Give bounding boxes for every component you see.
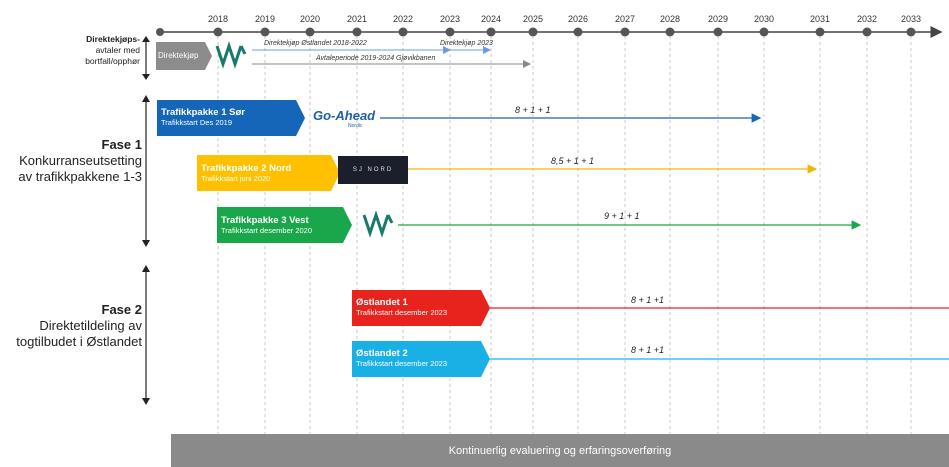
package-3-label: Trafikkpakke 3 Vest Trafikkstart desembe…	[217, 215, 345, 236]
year-label-2029: 2029	[707, 14, 729, 24]
phase1-line2: av trafikkpakkene 1-3	[18, 169, 142, 184]
vy-logo-1-icon	[215, 41, 247, 69]
year-dot-2032	[862, 27, 872, 37]
year-dot-2031	[815, 27, 825, 37]
direct-line-1-label: Direktekjøp Østlandet 2018-2022	[264, 40, 367, 47]
year-label-2031: 2031	[809, 14, 831, 24]
direct-line-2-label: Direktekjøp 2023	[440, 40, 493, 47]
year-label-2028: 2028	[659, 14, 681, 24]
year-label-2018: 2018	[207, 14, 229, 24]
phase2-label: Fase 2 Direktetildeling av togtilbudet i…	[10, 302, 142, 350]
package-3-sub: Trafikkstart desember 2020	[221, 226, 313, 235]
phase1-title: Fase 1	[101, 137, 142, 152]
direct-line-3-label: Avtaleperiode 2019-2024 Gjøvikbanen	[316, 55, 436, 62]
package-1-term: 8 + 1 + 1	[515, 105, 551, 115]
package-2-box	[197, 155, 340, 191]
phase2-line2: togtilbudet i Østlandet	[16, 334, 142, 349]
year-dot-2019	[260, 27, 270, 37]
sj-nord-logo: SJ NORD	[338, 156, 408, 184]
direktekjop-box	[156, 42, 212, 70]
year-label-2030: 2030	[753, 14, 775, 24]
year-dot-2020	[305, 27, 315, 37]
year-label-2023: 2023	[439, 14, 461, 24]
package-1-box	[157, 100, 305, 136]
package-5-sub: Trafikkstart desember 2023	[356, 359, 448, 368]
direct-label-line1: Direktekjøps-	[86, 34, 140, 44]
year-dot-2027	[620, 27, 630, 37]
year-dot-2029	[713, 27, 723, 37]
year-label-2022: 2022	[392, 14, 414, 24]
package-2-title: Trafikkpakke 2 Nord	[201, 163, 292, 174]
package-5-term: 8 + 1 +1	[631, 345, 665, 355]
package-4-box	[352, 290, 490, 326]
direct-label-line3: bortfall/opphør	[85, 56, 140, 66]
package-1-title: Trafikkpakke 1 Sør	[161, 107, 245, 118]
package-5-title: Østlandet 2	[356, 348, 408, 359]
year-dot-2022	[398, 27, 408, 37]
package-5-box	[352, 341, 490, 377]
direktekjop-box-label: Direktekjøp	[158, 51, 199, 60]
evaluation-bar-label: Kontinuerlig evaluering og erfaringsover…	[448, 444, 672, 457]
year-dot-2024	[486, 27, 496, 37]
package-1-label: Trafikkpakke 1 Sør Trafikkstart Des 2019	[157, 107, 297, 128]
package-4-label: Østlandet 1 Trafikkstart desember 2023	[352, 297, 482, 318]
year-dot-2028	[665, 27, 675, 37]
phase2-line1: Direktetildeling av	[39, 318, 142, 333]
year-dot-2030	[759, 27, 769, 37]
year-label-2020: 2020	[299, 14, 321, 24]
package-2-label: Trafikkpakke 2 Nord Trafikkstart juni 20…	[197, 163, 332, 184]
year-label-2026: 2026	[567, 14, 589, 24]
package-2-sub: Trafikkstart juni 2020	[201, 174, 271, 183]
year-label-2027: 2027	[614, 14, 636, 24]
phase1-line1: Konkurranseutsetting	[19, 153, 142, 168]
year-label-2021: 2021	[346, 14, 368, 24]
year-label-2032: 2032	[856, 14, 878, 24]
year-label-2025: 2025	[522, 14, 544, 24]
package-4-term: 8 + 1 +1	[631, 295, 665, 305]
phase2-title: Fase 2	[101, 302, 142, 317]
year-dot-2025	[528, 27, 538, 37]
package-3-box	[217, 207, 352, 243]
phase1-label: Fase 1 Konkurranseutsetting av trafikkpa…	[10, 137, 142, 185]
year-dot-2021	[352, 27, 362, 37]
year-dots	[213, 27, 916, 37]
package-4-sub: Trafikkstart desember 2023	[356, 308, 448, 317]
year-gridlines	[217, 36, 912, 467]
package-2-term: 8,5 + 1 + 1	[551, 156, 595, 166]
direct-section-label: Direktekjøps- avtaler med bortfall/opphø…	[60, 34, 140, 67]
year-dot-2033	[906, 27, 916, 37]
timeline-start-dot	[156, 28, 164, 36]
evaluation-bar: Kontinuerlig evaluering og erfaringsover…	[171, 434, 949, 467]
year-label-2019: 2019	[254, 14, 276, 24]
year-dot-2018	[213, 27, 223, 37]
go-ahead-logo-sub: Nordic	[348, 123, 363, 129]
package-1-sub: Trafikkstart Des 2019	[161, 118, 232, 127]
year-dot-2023	[445, 27, 455, 37]
package-5-label: Østlandet 2 Trafikkstart desember 2023	[352, 348, 482, 369]
package-3-term: 9 + 1 + 1	[604, 211, 640, 221]
package-4-title: Østlandet 1	[356, 297, 408, 308]
year-label-2024: 2024	[480, 14, 502, 24]
vy-logo-2-icon	[362, 210, 394, 238]
direct-label-line2: avtaler med	[95, 45, 140, 55]
go-ahead-logo: Go-Ahead	[313, 108, 376, 123]
package-3-title: Trafikkpakke 3 Vest	[221, 215, 309, 226]
year-dot-2026	[573, 27, 583, 37]
year-label-2033: 2033	[900, 14, 922, 24]
